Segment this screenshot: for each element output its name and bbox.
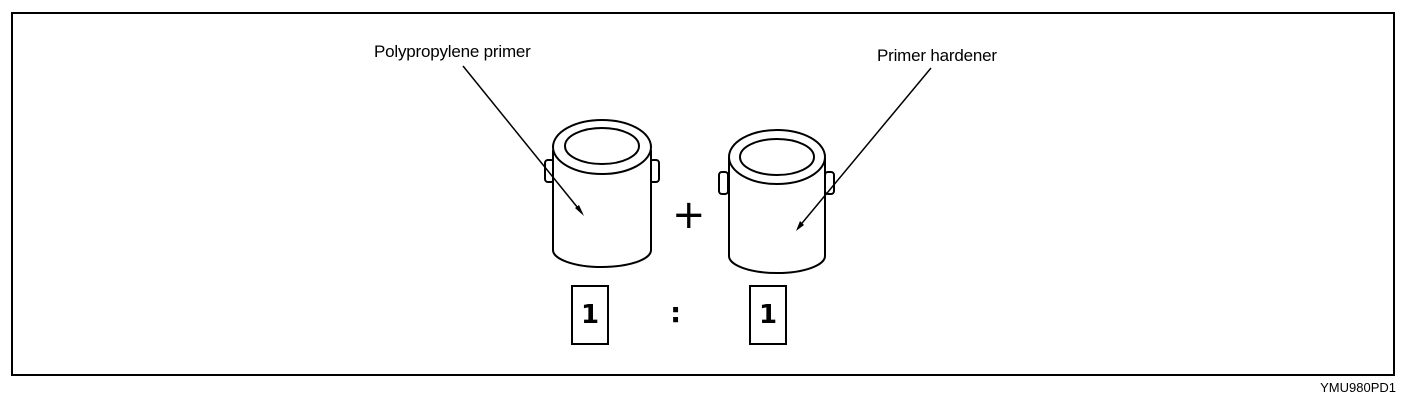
ratio-right-number: 1 [758, 300, 778, 330]
plus-operator: + [672, 192, 706, 238]
primer-arrowhead [575, 205, 584, 216]
figure-code: YMU980PD1 [1320, 380, 1396, 395]
primer-hardener-can [718, 129, 835, 274]
ratio-left-value: 1 [571, 285, 609, 345]
primer-leader-line [462, 65, 583, 214]
primer-hardener-label: Primer hardener [877, 46, 997, 65]
hardener-arrowhead [796, 221, 804, 231]
ratio-left-number: 1 [580, 300, 600, 330]
diagram-frame [11, 12, 1395, 376]
polypropylene-primer-can [544, 119, 660, 268]
right-can-lid [739, 138, 815, 176]
right-can-handle-left [718, 171, 729, 195]
polypropylene-primer-label: Polypropylene primer [374, 42, 531, 61]
right-can-body [728, 158, 826, 274]
left-can-body [552, 150, 652, 268]
left-can-lid [564, 127, 640, 165]
hardener-leader-line [797, 67, 932, 229]
ratio-right-value: 1 [749, 285, 787, 345]
ratio-separator: : [670, 296, 682, 329]
